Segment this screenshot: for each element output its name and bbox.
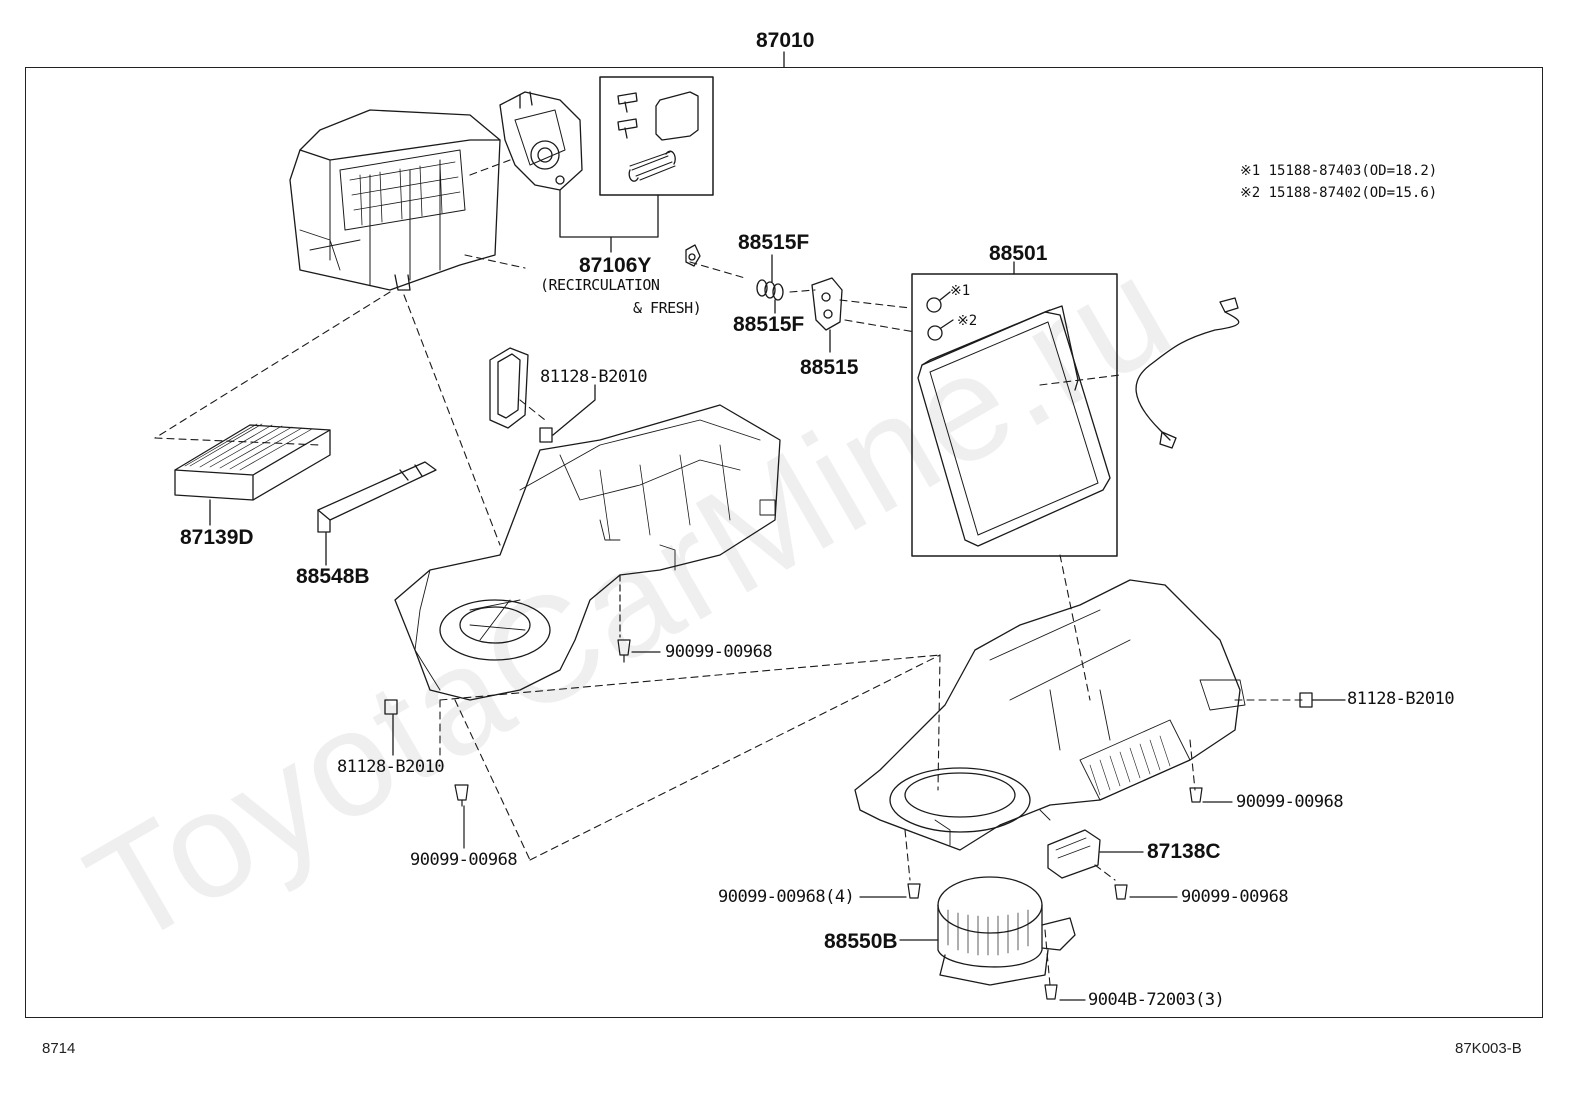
blower-case-left-drawing	[394, 404, 781, 701]
servo-motor-drawing	[499, 91, 583, 191]
filter-cover-drawing	[317, 461, 437, 566]
callout-mark-2: ※2	[957, 313, 978, 329]
note-2: ※2 15188-87402(OD=15.6)	[1240, 186, 1437, 200]
callout-88515F-top: 88515F	[738, 231, 810, 254]
callout-88501: 88501	[989, 242, 1048, 265]
callout-87106Y-desc-2: & FRESH)	[633, 299, 702, 317]
callout-87106Y-desc-1: (RECIRCULATION	[540, 276, 660, 294]
callout-81128-right: 81128-B2010	[1347, 689, 1455, 709]
callout-90099-lower-right: 90099-00968	[1181, 887, 1289, 907]
servo-bracket-leader	[559, 189, 659, 238]
clip-drawing	[685, 244, 701, 267]
evaporator-drawing	[911, 261, 1118, 557]
o-ring-drawing	[756, 254, 784, 314]
blower-motor-drawing	[899, 876, 1076, 986]
callout-88550B: 88550B	[824, 930, 898, 953]
footer-right-code: 87K003-B	[1455, 1040, 1522, 1057]
note-2-spec: (OD=15.6)	[1361, 185, 1438, 201]
callout-81128-left: 81128-B2010	[337, 757, 445, 777]
note-2-mark: ※2	[1240, 185, 1261, 201]
dashed-guides	[154, 159, 1306, 986]
gasket-right-drawing	[1299, 692, 1313, 708]
callout-9004B: 9004B-72003(3)	[1088, 990, 1225, 1010]
callout-88548B: 88548B	[296, 565, 370, 588]
servo-kit-box-drawing	[599, 76, 714, 196]
footer-left-code: 8714	[42, 1040, 76, 1057]
blower-case-right-drawing	[854, 579, 1246, 851]
callout-87106Y: 87106Y	[579, 254, 652, 277]
callout-88515F-bottom: 88515F	[733, 313, 805, 336]
note-1-part: 15188-87403	[1268, 163, 1362, 179]
callout-81128-top: 81128-B2010	[540, 367, 648, 387]
note-2-part: 15188-87402	[1268, 185, 1362, 201]
air-filter-drawing	[174, 423, 331, 526]
assembly-number: 87010	[756, 29, 815, 52]
upper-heater-case-drawing	[289, 109, 501, 291]
note-1-mark: ※1	[1240, 163, 1261, 179]
gasket-left-drawing	[384, 699, 398, 715]
gasket-upper-drawing	[489, 347, 596, 443]
callout-90099-x4: 90099-00968(4)	[718, 887, 855, 907]
blower-resistor-drawing	[1047, 829, 1144, 879]
callout-90099-middle: 90099-00968	[665, 642, 773, 662]
screw-drawings	[454, 574, 1233, 1001]
callout-87138C: 87138C	[1147, 840, 1221, 863]
note-1: ※1 15188-87403(OD=18.2)	[1240, 164, 1437, 178]
expansion-valve-drawing	[811, 277, 843, 353]
note-1-spec: (OD=18.2)	[1361, 163, 1438, 179]
sensor-wire-drawing	[1135, 297, 1240, 449]
callout-88515: 88515	[800, 356, 859, 379]
callout-90099-right: 90099-00968	[1236, 792, 1344, 812]
callout-87139D: 87139D	[180, 526, 254, 549]
callout-mark-1: ※1	[950, 283, 971, 299]
callout-90099-left: 90099-00968	[410, 850, 518, 870]
